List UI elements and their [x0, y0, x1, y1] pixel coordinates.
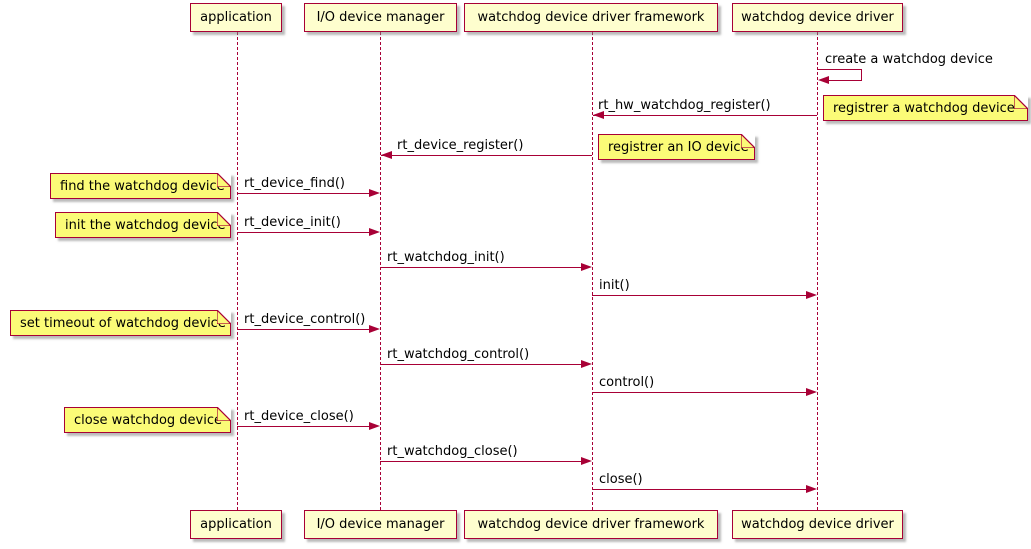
note-fold-icon [1014, 95, 1028, 109]
message-label: rt_watchdog_init() [387, 250, 505, 265]
note-fold-icon [217, 212, 231, 226]
note-fold-icon [217, 310, 231, 324]
note-set-timeout-of-watchdog-device: set timeout of watchdog device [10, 310, 231, 336]
participant-bottom-watchdog-framework: watchdog device driver framework [464, 510, 718, 539]
arrowhead-right-icon [806, 388, 817, 396]
participant-top-application: application [190, 3, 282, 32]
arrowhead-right-icon [581, 360, 592, 368]
lifeline-watchdog-framework [592, 32, 593, 510]
message-line [381, 155, 592, 156]
arrowhead-right-icon [806, 485, 817, 493]
note-text: close watchdog device [74, 412, 222, 428]
message-label: rt_watchdog_close() [387, 444, 518, 459]
note-fold-icon [217, 173, 231, 187]
note-registrer-an-io-device: registrer an IO device [598, 134, 755, 160]
message-line [592, 392, 807, 393]
note-init-the-watchdog-device: init the watchdog device [55, 212, 231, 238]
participant-top-io-device-manager: I/O device manager [304, 3, 457, 32]
arrowhead-left-icon [381, 151, 392, 159]
message-line [593, 115, 817, 116]
message-label: create a watchdog device [825, 52, 993, 67]
note-fold-icon [217, 407, 231, 421]
message-line [380, 267, 582, 268]
message-label: control() [599, 375, 655, 390]
message-label: rt_device_register() [397, 138, 524, 153]
arrowhead-left-icon [593, 111, 604, 119]
participant-top-watchdog-framework: watchdog device driver framework [464, 3, 718, 32]
participant-top-watchdog-driver: watchdog device driver [732, 3, 903, 32]
message-label: close() [599, 472, 643, 487]
note-text: init the watchdog device [65, 217, 226, 233]
message-label: rt_watchdog_control() [387, 347, 530, 362]
message-label: rt_device_find() [244, 176, 345, 191]
message-line [237, 193, 370, 194]
note-text: registrer a watchdog device [833, 100, 1015, 116]
arrowhead-left-icon [818, 76, 829, 84]
arrowhead-right-icon [581, 457, 592, 465]
message-line [237, 232, 370, 233]
participant-bottom-io-device-manager: I/O device manager [304, 510, 457, 539]
arrowhead-right-icon [369, 325, 380, 333]
arrowhead-right-icon [369, 422, 380, 430]
note-text: set timeout of watchdog device [20, 315, 226, 331]
note-text: find the watchdog device [60, 178, 225, 194]
message-line [237, 426, 370, 427]
note-registrer-a-watchdog-device: registrer a watchdog device [823, 95, 1028, 121]
message-label: rt_device_control() [244, 312, 366, 327]
participant-bottom-application: application [190, 510, 282, 539]
message-label: init() [599, 278, 630, 293]
arrowhead-right-icon [806, 291, 817, 299]
arrowhead-right-icon [369, 228, 380, 236]
self-message-bottom-line [827, 80, 862, 81]
arrowhead-right-icon [369, 189, 380, 197]
message-line [592, 489, 807, 490]
message-line [380, 364, 582, 365]
message-label: rt_device_init() [244, 215, 341, 230]
message-line [380, 461, 582, 462]
lifeline-io-device-manager [380, 32, 381, 510]
note-find-the-watchdog-device: find the watchdog device [50, 173, 231, 199]
note-fold-icon [741, 134, 755, 148]
message-line [592, 295, 807, 296]
note-close-watchdog-device: close watchdog device [64, 407, 231, 433]
lifeline-application [237, 32, 238, 510]
message-label: rt_hw_watchdog_register() [598, 98, 771, 113]
message-label: rt_device_close() [244, 409, 354, 424]
participant-bottom-watchdog-driver: watchdog device driver [732, 510, 903, 539]
lifeline-watchdog-driver [817, 32, 818, 510]
self-message-side-line [861, 69, 862, 80]
arrowhead-right-icon [581, 263, 592, 271]
note-text: registrer an IO device [608, 139, 749, 155]
message-line [237, 329, 370, 330]
self-message-top-line [818, 69, 862, 70]
